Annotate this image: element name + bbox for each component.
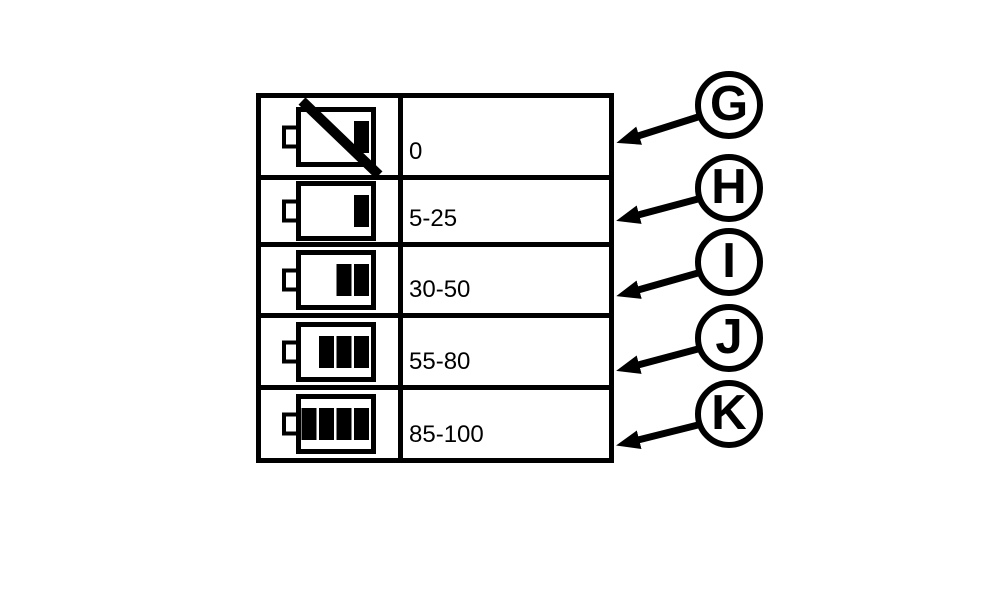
callout-arrow-g — [616, 113, 700, 145]
callout-arrow-h — [616, 195, 699, 224]
callout-letter: G — [709, 76, 749, 131]
table-row: 5-25 — [261, 180, 609, 247]
callout-circle-g: G — [695, 71, 763, 139]
callout-letter: I — [722, 233, 736, 288]
callout-arrow-k — [616, 421, 699, 449]
charge-range-label: 0 — [409, 138, 423, 165]
battery-full-icon — [281, 394, 376, 454]
table-row: 55-80 — [261, 318, 609, 390]
callout-circle-i: I — [695, 228, 763, 296]
table-row: 30-50 — [261, 247, 609, 318]
callout-arrow-i — [616, 269, 699, 299]
callout-circle-h: H — [695, 154, 763, 222]
charge-range-label: 85-100 — [409, 421, 484, 448]
table-row: 0 — [261, 96, 609, 180]
callout-circle-j: J — [695, 304, 763, 372]
callout-letter: J — [715, 309, 743, 364]
charge-range-label: 5-25 — [409, 205, 458, 232]
callout-letter: H — [711, 159, 747, 214]
charge-range-label: 55-80 — [409, 348, 471, 375]
callout-arrow-j — [616, 345, 699, 374]
callout-circle-k: K — [695, 380, 763, 448]
battery-empty-crossed-icon — [281, 96, 382, 179]
legend-table: 0 5-25 30-50 55-80 — [256, 93, 614, 463]
battery-medium-icon — [281, 250, 376, 310]
charge-range-label: 30-50 — [409, 276, 471, 303]
table-row: 85-100 — [261, 390, 609, 458]
battery-high-icon — [281, 321, 376, 382]
battery-low-icon — [281, 181, 376, 241]
callout-letter: K — [711, 385, 747, 440]
